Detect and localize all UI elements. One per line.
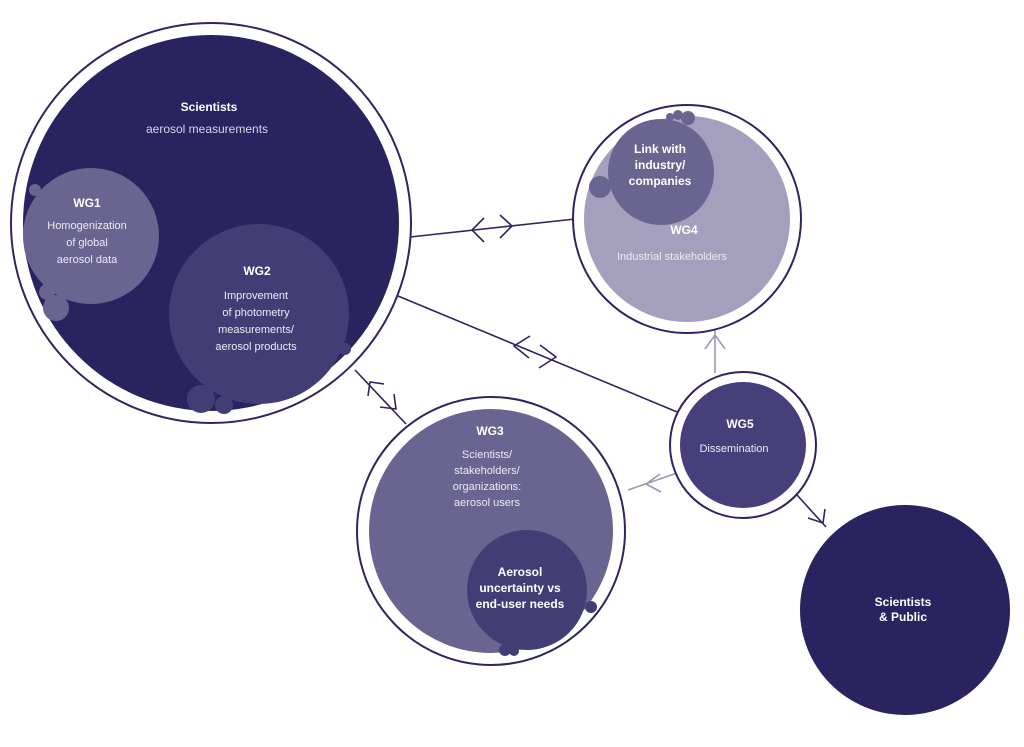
node-wg4: Link with industry/ companies WG4 Indust… <box>572 104 802 334</box>
bubble-decoration <box>215 396 233 414</box>
wg4-inner-line: Link with <box>634 142 686 156</box>
bubble-decoration <box>43 295 69 321</box>
wg3-inner-line: Aerosol <box>498 565 543 579</box>
public-line: & Public <box>879 610 927 624</box>
arrow-to-public-icon <box>807 508 826 525</box>
wg3-inner-line: uncertainty vs <box>479 581 561 595</box>
wg2-line: measurements/ <box>218 324 295 336</box>
wg5-title: WG5 <box>726 417 754 431</box>
wg1-title: WG1 <box>73 196 101 210</box>
node-wg5: WG5 Dissemination <box>669 371 817 519</box>
arrow-to-scientists-icon <box>470 217 485 243</box>
wg3-line: Scientists/ <box>462 449 513 461</box>
wg3-inner-circle <box>467 530 587 650</box>
wg3-line: aerosol users <box>454 497 521 509</box>
wg2-title: WG2 <box>243 264 271 278</box>
wg1-line: of global <box>66 237 108 249</box>
bubble-decoration <box>673 110 683 120</box>
wg5-circle <box>680 382 806 508</box>
wg3-line: organizations: <box>453 481 522 493</box>
bubble-decoration <box>509 646 519 656</box>
bubble-decoration <box>187 385 215 413</box>
connector-scientists-wg3 <box>354 369 407 425</box>
scientists-title: Scientists <box>181 100 238 114</box>
wg1-circle <box>23 168 159 304</box>
arrow-to-scientists-from-wg3-icon <box>367 381 385 397</box>
connectors <box>354 214 827 528</box>
bubble-decoration <box>666 113 674 121</box>
node-scientists: Scientists aerosol measurements WG1 Homo… <box>10 22 412 424</box>
node-wg3: WG3 Scientists/ stakeholders/ organizati… <box>356 396 626 666</box>
wg4-subtitle: Industrial stakeholders <box>617 251 728 263</box>
wg1-line: aerosol data <box>57 254 118 266</box>
arrow-to-wg3-icon <box>379 393 397 410</box>
bubble-decoration <box>589 176 611 198</box>
wg3-line: stakeholders/ <box>454 465 520 477</box>
connector-scientists-wg5 <box>397 295 683 415</box>
scientists-subtitle: aerosol measurements <box>146 122 268 136</box>
wg2-line: of photometry <box>222 307 290 319</box>
arrow-to-wg5-icon <box>538 344 558 369</box>
arrow-to-wg3-from-wg5-icon <box>644 473 662 493</box>
wg4-inner-line: industry/ <box>635 158 686 172</box>
wg2-line: aerosol products <box>215 341 297 353</box>
wg4-inner-line: companies <box>629 174 692 188</box>
bubble-decoration <box>681 111 695 125</box>
wg2-circle <box>169 224 349 404</box>
public-line: Scientists <box>875 595 932 609</box>
wg2-line: Improvement <box>224 290 288 302</box>
public-circle <box>800 505 1010 715</box>
wg3-inner-line: end-user needs <box>476 597 565 611</box>
bubble-decoration <box>499 644 511 656</box>
connector-scientists-wg4 <box>409 218 576 238</box>
bubble-decoration <box>585 601 597 613</box>
node-public: Scientists & Public <box>800 505 1010 715</box>
wg5-subtitle: Dissemination <box>699 443 768 455</box>
wg3-title: WG3 <box>476 424 504 438</box>
arrow-to-scientists-from-wg5-icon <box>512 335 531 359</box>
connector-wg5-wg3 <box>627 471 681 491</box>
arrow-to-wg4-from-wg5-icon <box>704 333 726 350</box>
wg4-title: WG4 <box>670 223 698 237</box>
bubble-decoration <box>29 184 41 196</box>
wg4-inner-circle <box>608 119 714 225</box>
arrow-to-wg4-icon <box>499 214 514 239</box>
wg1-line: Homogenization <box>47 220 127 232</box>
